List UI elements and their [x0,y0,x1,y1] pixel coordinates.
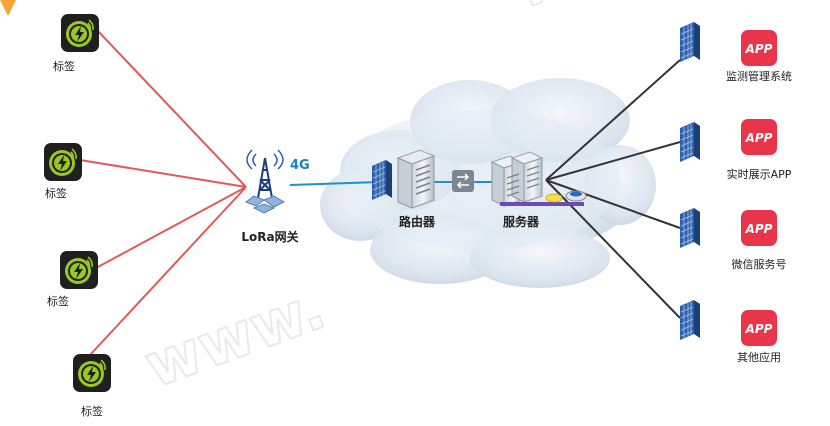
lora-gateway-icon [244,149,286,214]
tag-link-2 [79,159,247,188]
gateway-router-link [289,181,381,186]
svg-text:APP: APP [745,42,773,56]
router-label: 路由器 [398,215,436,229]
server-link-3 [545,179,681,229]
server-link-1 [545,59,681,181]
tag-label-1: 标签 [53,60,75,73]
svg-text:.com: .com [510,0,674,21]
corner-marker-icon [0,0,16,16]
tag-links [79,29,247,356]
svg-text:APP: APP [745,322,773,336]
firewall-icon-4 [679,299,701,341]
server-rack-icon [490,151,587,207]
link-label-4g: 4G [290,158,310,173]
tag-icon-1 [60,13,100,53]
app-label-2: 实时展示APP [726,168,792,181]
tag-link-1 [96,29,247,188]
firewall-icon-3 [679,207,701,249]
tag-icon-3 [59,250,99,290]
app-label-4: 其他应用 [737,351,781,364]
server-label: 服务器 [502,215,540,229]
app-icon-1: APP [741,30,777,66]
app-icon-4: APP [741,310,777,346]
tag-label-2: 标签 [45,187,67,200]
firewall-icon-1 [679,21,701,63]
app-icon-3: APP [741,210,777,246]
svg-text:www.: www. [136,273,334,402]
tag-label-3: 标签 [47,295,69,308]
app-label-1: 监测管理系统 [726,70,792,83]
app-icon-2: APP [741,119,777,155]
svg-text:APP: APP [745,222,773,236]
tag-link-4 [89,186,247,356]
switch-icon [452,170,474,192]
gateway-label: LoRa网关 [241,230,299,244]
tag-icon-4 [72,353,112,393]
router-icon [396,149,436,209]
server-link-2 [545,141,681,181]
app-label-3: 微信服务号 [731,258,787,271]
tag-label-4: 标签 [81,405,103,418]
firewall-icon-2 [679,121,701,163]
tag-link-3 [95,186,247,269]
tag-icon-2 [43,142,83,182]
firewall-icon-router [371,159,393,201]
svg-text:APP: APP [745,131,773,145]
